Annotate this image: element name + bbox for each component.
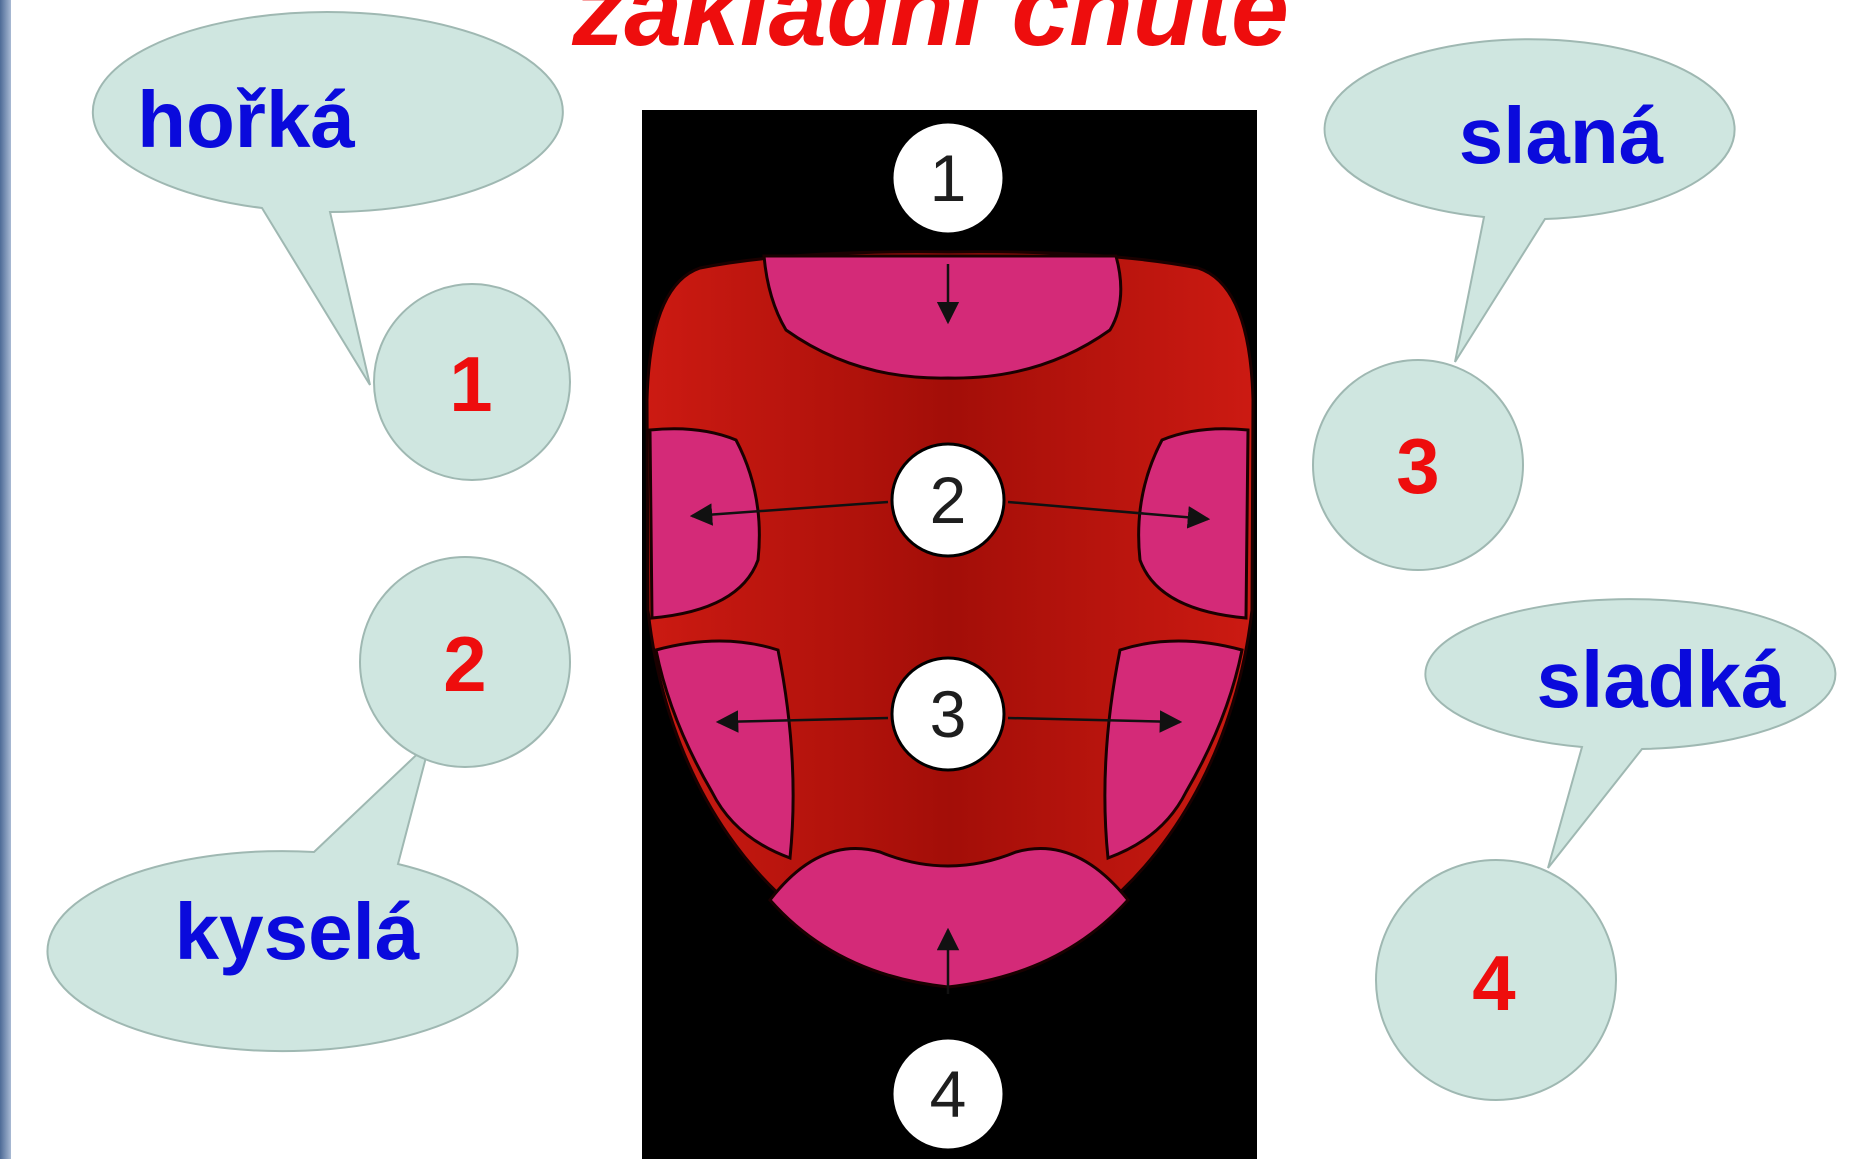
arrow-2-left <box>689 500 889 526</box>
tongue-marker-circle-2 <box>890 442 1006 558</box>
arrow-3-left <box>715 710 889 733</box>
callout-number-2: 2 <box>443 620 487 708</box>
callout-label-slana: slaná <box>1458 91 1664 180</box>
arrow-3-right <box>1007 710 1183 733</box>
slide-left-edge <box>0 0 11 1159</box>
circle-4 <box>1375 859 1617 1101</box>
tongue-marker-2: 2 <box>930 463 967 537</box>
callout-label-sladka: sladká <box>1536 635 1786 724</box>
zone-bottom <box>768 847 1130 989</box>
slide-title: základní chutě <box>572 0 1289 68</box>
bubble-kysela <box>46 738 519 1053</box>
tongue-body <box>645 250 1255 987</box>
circle-1 <box>373 283 571 481</box>
tongue-marker-4: 4 <box>930 1057 967 1131</box>
callout-number-1: 1 <box>449 340 493 428</box>
tongue-marker-1: 1 <box>930 141 967 215</box>
tongue-marker-circle-1 <box>890 120 1006 236</box>
callout-circles <box>359 283 1617 1101</box>
bubble-slana <box>1323 38 1736 363</box>
callout-bubbles <box>46 11 1837 1053</box>
tongue-marker-circle-4 <box>890 1036 1006 1152</box>
tongue-marker-3: 3 <box>930 677 967 751</box>
callout-number-4: 4 <box>1472 939 1516 1027</box>
zone-left-lower <box>654 639 795 861</box>
tongue-diagram: 1 2 3 4 <box>642 110 1257 1159</box>
callout-label-horka: hořká <box>137 75 355 164</box>
callout-label-kysela: kyselá <box>174 887 420 976</box>
arrow-2-right <box>1007 500 1211 529</box>
circle-2 <box>359 556 571 768</box>
bubble-horka <box>91 11 564 386</box>
circle-3 <box>1312 359 1524 571</box>
callout-number-3: 3 <box>1396 422 1440 510</box>
bubble-sladka <box>1424 598 1837 869</box>
tongue-marker-circle-3 <box>890 656 1006 772</box>
zone-right-lower <box>1103 639 1244 861</box>
